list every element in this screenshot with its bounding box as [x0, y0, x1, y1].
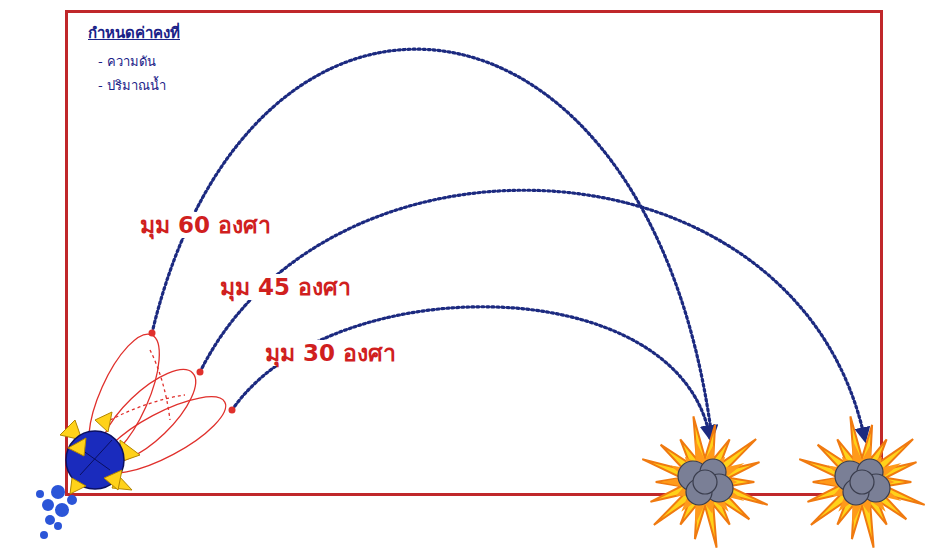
trajectory-30 — [232, 307, 710, 438]
frame-box: กำหนดค่าคงที่ - ความดัน - ปริมาณน้ำ — [65, 10, 883, 496]
explosion — [799, 416, 924, 547]
list-item: - ความดัน — [98, 51, 156, 72]
water-rocket — [36, 412, 140, 539]
explosion — [642, 416, 767, 547]
angle-label: มุม 45 องศา — [217, 274, 354, 300]
trajectory-60 — [152, 49, 712, 438]
angle-label: มุม 60 องศา — [137, 212, 274, 238]
launch-outlines — [74, 325, 235, 487]
angle-label: มุม 30 องศา — [262, 340, 399, 366]
list-item: - ปริมาณน้ำ — [98, 75, 166, 96]
heading: กำหนดค่าคงที่ — [88, 21, 180, 45]
trajectory-45 — [200, 190, 865, 440]
launch-points — [149, 330, 236, 414]
